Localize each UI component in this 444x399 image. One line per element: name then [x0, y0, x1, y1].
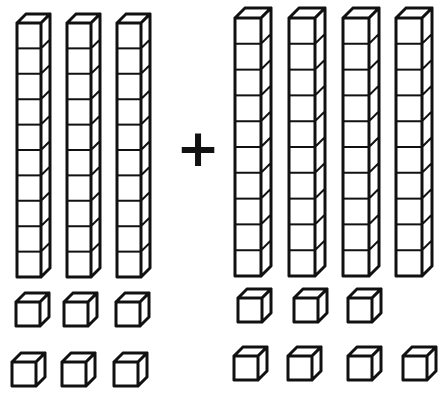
- plus-sign: +: [176, 124, 220, 174]
- unit-cube-left-addend-6: [114, 353, 147, 386]
- unit-cube-left-addend-5: [62, 353, 95, 386]
- unit-cube-left-addend-2: [64, 293, 97, 326]
- ten-rod-right-addend-2: [289, 8, 325, 276]
- unit-cube-right-addend-6: [348, 347, 381, 380]
- unit-cube-right-addend-5: [288, 347, 321, 380]
- ten-rod-right-addend-4: [396, 8, 432, 276]
- unit-cube-right-addend-1: [238, 289, 271, 322]
- ten-rod-left-addend-3: [117, 14, 150, 277]
- unit-cube-right-addend-2: [294, 289, 327, 322]
- ten-rod-right-addend-3: [343, 8, 379, 276]
- ten-rod-left-addend-2: [67, 14, 100, 277]
- unit-cube-left-addend-4: [12, 353, 45, 386]
- ten-rod-right-addend-1: [235, 8, 271, 276]
- unit-cube-left-addend-1: [16, 293, 49, 326]
- ten-rod-left-addend-1: [17, 14, 50, 277]
- unit-cube-right-addend-4: [234, 347, 267, 380]
- unit-cube-left-addend-3: [116, 293, 149, 326]
- unit-cube-right-addend-3: [348, 289, 381, 322]
- unit-cube-right-addend-7: [403, 347, 436, 380]
